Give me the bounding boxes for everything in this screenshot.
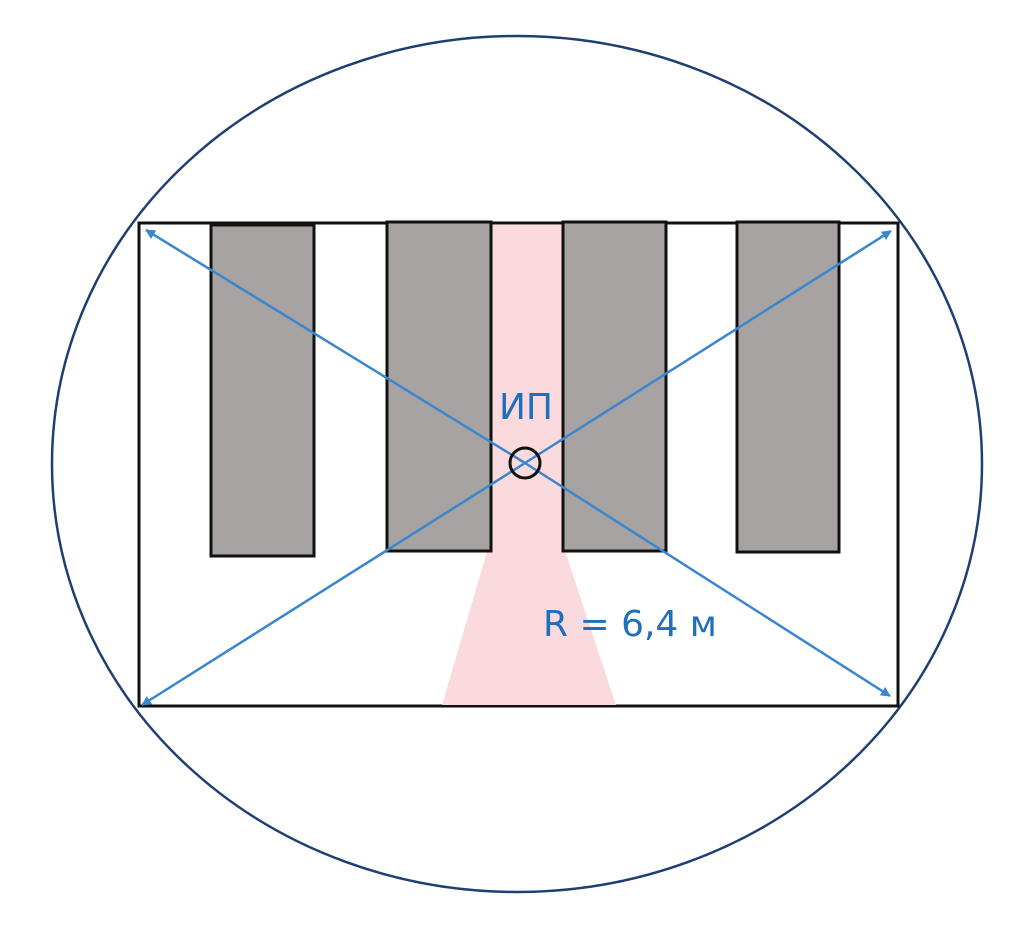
detector-icon: [508, 446, 542, 480]
radius-label: R = 6,4 м: [543, 604, 717, 645]
aisle-fan: [442, 490, 616, 705]
detector-label: ИП: [499, 387, 553, 428]
coverage-circle: [50, 34, 984, 894]
rack-4: [735, 220, 841, 554]
arrow-bottom-right: [524, 461, 891, 698]
arrow-top-right: [524, 229, 892, 465]
rack-1: [209, 223, 316, 558]
rack-3: [561, 220, 668, 553]
arrow-top-left: [145, 228, 526, 465]
arrow-bottom-left: [141, 461, 526, 707]
